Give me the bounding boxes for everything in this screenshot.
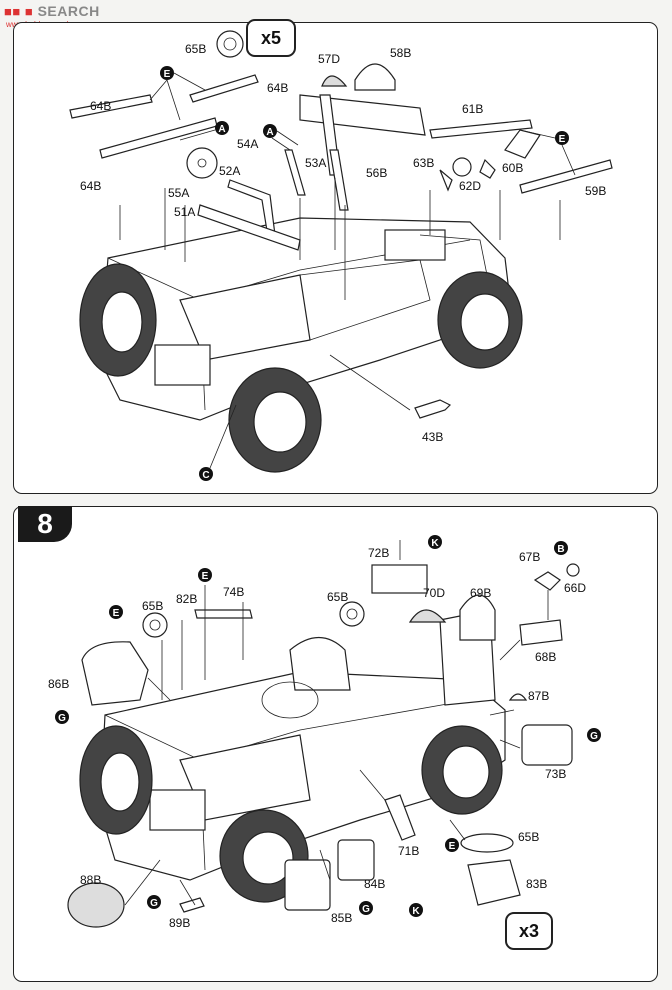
step8-parts: [67, 540, 580, 928]
label-62d: 62D: [459, 179, 481, 193]
step8-callout-e2: E: [109, 605, 123, 619]
label-64b-3: 64B: [80, 179, 101, 193]
step7-callout-e1: E: [160, 66, 174, 80]
watermark-text: SEARCH: [37, 3, 100, 19]
step8-callout-b: B: [554, 541, 568, 555]
step7-jeep: [79, 217, 523, 473]
svg-text:E: E: [202, 571, 209, 582]
step8-callout-g3: G: [147, 895, 161, 909]
label-68b: 68B: [535, 650, 556, 664]
step8-labels: 72B 67B 66D 74B 82B 65B 65B 70D 69B 68B …: [48, 546, 586, 930]
label-69b: 69B: [470, 586, 491, 600]
label-66d: 66D: [564, 581, 586, 595]
step8-multiplier: x3: [505, 912, 553, 950]
label-73b: 73B: [545, 767, 566, 781]
label-57d: 57D: [318, 52, 340, 66]
svg-text:E: E: [164, 69, 171, 80]
label-64b-2: 64B: [267, 81, 288, 95]
step7-front-wheel-right: [437, 271, 523, 369]
label-55a: 55A: [168, 186, 189, 200]
label-85b: 85B: [331, 911, 352, 925]
label-54a: 54A: [237, 137, 258, 151]
svg-text:K: K: [412, 906, 420, 917]
step7-callout-e2: E: [555, 131, 569, 145]
label-59b: 59B: [585, 184, 606, 198]
step7-callout-c: C: [199, 467, 213, 481]
step7-multiplier: x5: [246, 19, 296, 57]
label-67b: 67B: [519, 550, 540, 564]
label-43b: 43B: [422, 430, 443, 444]
svg-text:A: A: [266, 127, 273, 138]
label-58b: 58B: [390, 46, 411, 60]
step8-number: 8: [18, 506, 72, 542]
svg-text:E: E: [559, 134, 566, 145]
svg-text:G: G: [362, 904, 370, 915]
label-83b: 83B: [526, 877, 547, 891]
label-65b-2: 65B: [327, 590, 348, 604]
step8-front-wheel-right: [421, 725, 503, 815]
label-65b-1: 65B: [142, 599, 163, 613]
label-82b: 82B: [176, 592, 197, 606]
svg-text:K: K: [431, 538, 439, 549]
label-87b: 87B: [528, 689, 549, 703]
step8-jeep: [79, 609, 506, 903]
label-65b: 65B: [185, 42, 206, 56]
svg-text:E: E: [113, 608, 120, 619]
step8-callout-g4: G: [359, 901, 373, 915]
step8-callout-k1: K: [428, 535, 442, 549]
watermark-logo: ■■ ■: [4, 4, 34, 19]
step8-callouts: K B E E G G E G G K: [55, 535, 601, 917]
label-56b: 56B: [366, 166, 387, 180]
svg-text:G: G: [150, 898, 158, 909]
label-53a: 53A: [305, 156, 326, 170]
step8-callout-e3: E: [445, 838, 459, 852]
label-86b: 86B: [48, 677, 69, 691]
step7-rear-wheel: [79, 263, 157, 377]
step7-labels: 65B 57D 58B 64B 64B 64B 61B 63B 60B 62D …: [80, 42, 606, 444]
label-88b: 88B: [80, 873, 101, 887]
label-52a: 52A: [219, 164, 240, 178]
step7-front-wheel-left: [228, 367, 322, 473]
label-74b: 74B: [223, 585, 244, 599]
svg-text:E: E: [449, 841, 456, 852]
step8-callout-g1: G: [55, 710, 69, 724]
label-89b: 89B: [169, 916, 190, 930]
step8-rear-wheel: [79, 725, 153, 835]
svg-text:G: G: [590, 731, 598, 742]
svg-text:C: C: [202, 470, 209, 481]
label-71b: 71B: [398, 844, 419, 858]
label-70d: 70D: [423, 586, 445, 600]
label-65b-3: 65B: [518, 830, 539, 844]
step7-parts: [69, 30, 613, 419]
label-60b: 60B: [502, 161, 523, 175]
svg-text:B: B: [557, 544, 564, 555]
step7-callout-a1: A: [215, 121, 229, 135]
svg-text:G: G: [58, 713, 66, 724]
step7-callout-a2: A: [263, 124, 277, 138]
label-84b: 84B: [364, 877, 385, 891]
label-51a: 51A: [174, 205, 195, 219]
label-64b-1: 64B: [90, 99, 111, 113]
step8-callout-k2: K: [409, 903, 423, 917]
label-63b: 63B: [413, 156, 434, 170]
svg-text:A: A: [218, 124, 225, 135]
step7-callouts: E E A A C: [149, 66, 576, 481]
label-72b: 72B: [368, 546, 389, 560]
step8-callout-g2: G: [587, 728, 601, 742]
label-61b: 61B: [462, 102, 483, 116]
step8-callout-e1: E: [198, 568, 212, 582]
